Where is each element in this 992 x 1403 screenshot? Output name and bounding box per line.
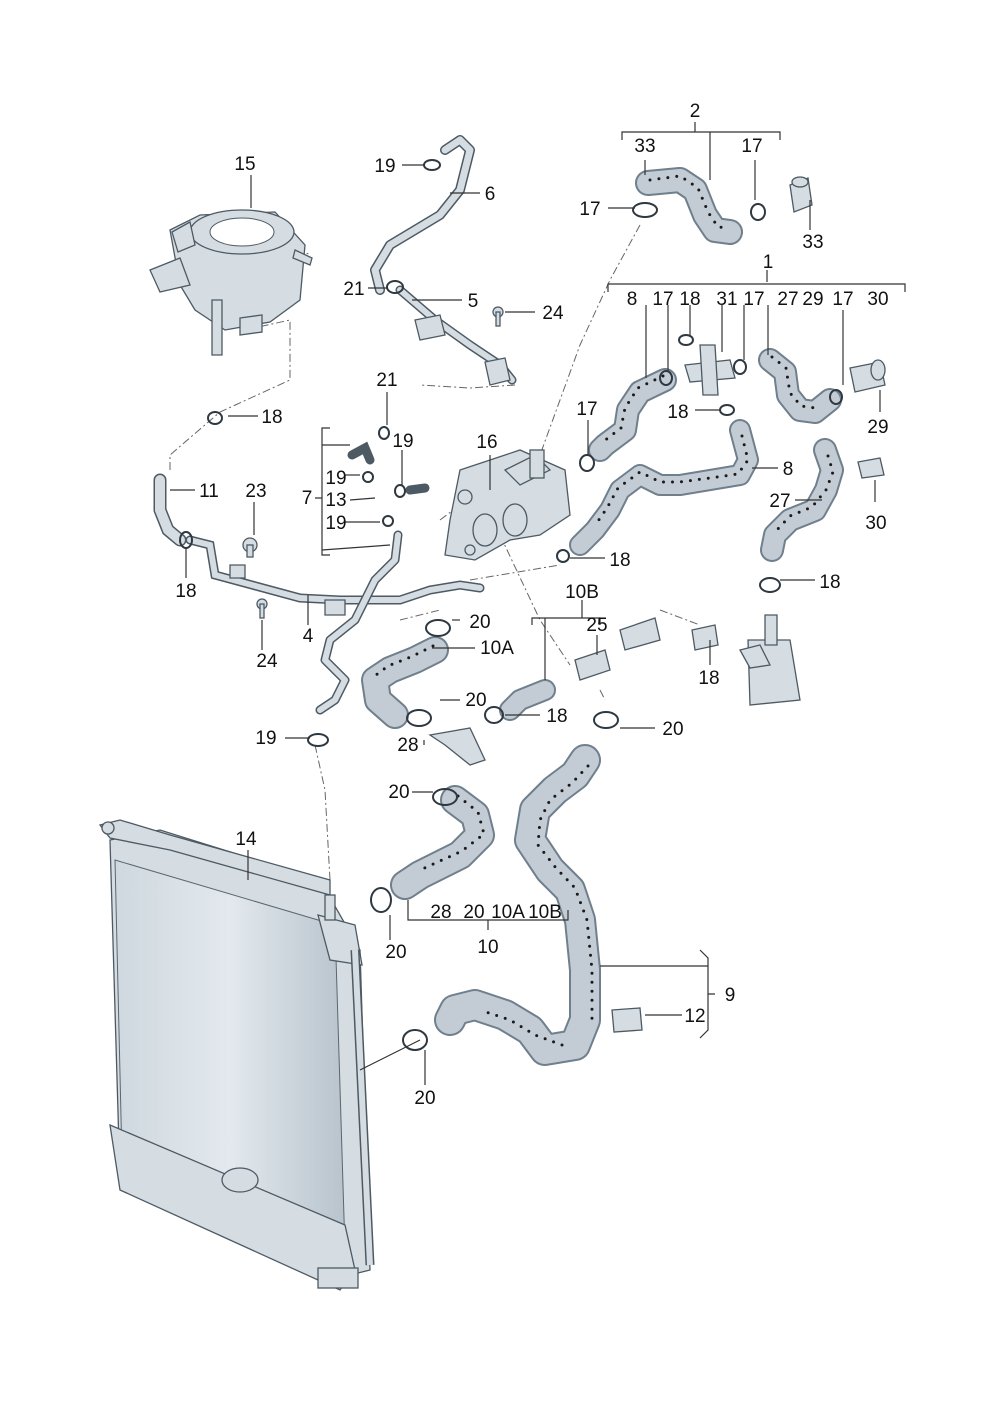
label-21: 21	[376, 370, 397, 391]
label-9: 9	[725, 985, 736, 1006]
assembly-dash-lines	[169, 224, 701, 881]
label-20: 20	[388, 782, 409, 803]
label-18: 18	[698, 668, 719, 689]
label-11: 11	[199, 481, 219, 502]
label-13: 13	[325, 490, 346, 511]
label-17: 17	[579, 199, 600, 220]
label-18: 18	[261, 407, 282, 428]
textured-hoses	[361, 167, 844, 1066]
bracket-pipe	[395, 285, 517, 386]
label-10A: 10A	[480, 638, 514, 659]
label-17: 17	[741, 136, 762, 157]
label-25: 25	[586, 615, 607, 636]
label-12: 12	[684, 1006, 705, 1027]
label-23: 23	[245, 481, 266, 502]
fittings	[179, 159, 886, 1051]
label-1: 1	[763, 252, 774, 273]
coolant-pipe	[185, 535, 485, 616]
label-30: 30	[867, 289, 888, 310]
label-10A: 10A	[491, 902, 525, 923]
label-10B: 10B	[528, 902, 562, 923]
label-17: 17	[652, 289, 673, 310]
label-20: 20	[662, 719, 683, 740]
label-21: 21	[343, 279, 364, 300]
label-20: 20	[463, 902, 484, 923]
label-31: 31	[716, 289, 737, 310]
label-19: 19	[392, 431, 413, 452]
label-5: 5	[468, 291, 479, 312]
label-10: 10	[477, 937, 498, 958]
label-33: 33	[802, 232, 823, 253]
label-18: 18	[819, 572, 840, 593]
label-19: 19	[374, 156, 395, 177]
part-labels: 2 33 17 17 33 1 8 17 18 31 17 27 29 17 3…	[175, 101, 888, 1109]
label-20: 20	[385, 942, 406, 963]
label-29: 29	[867, 417, 888, 438]
leader-lines	[170, 122, 906, 1085]
label-24: 24	[542, 303, 564, 324]
label-18: 18	[546, 706, 567, 727]
label-14: 14	[235, 829, 257, 850]
label-7: 7	[302, 488, 313, 509]
label-10B: 10B	[565, 582, 599, 603]
label-28: 28	[397, 735, 418, 756]
expansion-tank	[149, 209, 313, 356]
label-33: 33	[634, 136, 655, 157]
label-28: 28	[430, 902, 451, 923]
label-6: 6	[485, 184, 496, 205]
label-29: 29	[802, 289, 823, 310]
label-27: 27	[769, 491, 790, 512]
label-18: 18	[667, 402, 688, 423]
label-4: 4	[303, 626, 314, 647]
label-20: 20	[414, 1088, 435, 1109]
label-19: 19	[255, 728, 276, 749]
label-18: 18	[679, 289, 700, 310]
label-16: 16	[476, 432, 497, 453]
label-19: 19	[325, 513, 346, 534]
label-17: 17	[832, 289, 853, 310]
label-17: 17	[576, 399, 597, 420]
label-18: 18	[609, 550, 630, 571]
label-2: 2	[690, 101, 701, 122]
label-20: 20	[469, 612, 490, 633]
coolant-flange	[444, 449, 571, 561]
label-24: 24	[256, 651, 278, 672]
thin-hoses	[153, 135, 475, 715]
label-30: 30	[865, 513, 886, 534]
radiator	[98, 819, 375, 1291]
label-17: 17	[743, 289, 764, 310]
label-8: 8	[783, 459, 794, 480]
label-19: 19	[325, 468, 346, 489]
label-8: 8	[627, 289, 638, 310]
label-20: 20	[465, 690, 486, 711]
label-18: 18	[175, 581, 196, 602]
label-15: 15	[234, 154, 255, 175]
label-27: 27	[777, 289, 798, 310]
